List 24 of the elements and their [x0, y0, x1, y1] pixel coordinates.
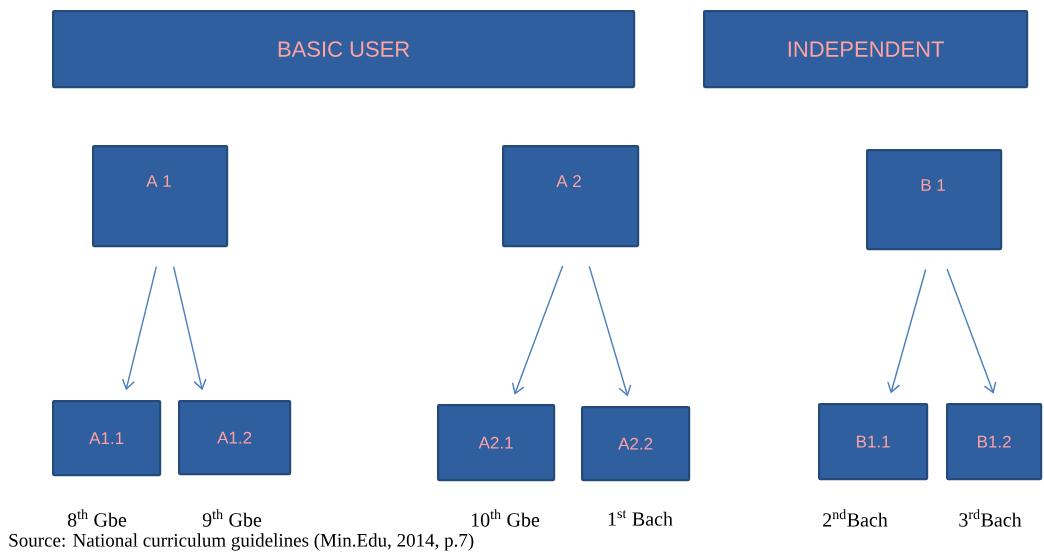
- grade-label: 3$^{rd}$Bach: [959, 509, 1022, 527]
- level-box: B1.1: [818, 403, 929, 481]
- arrow: [121, 265, 158, 391]
- grade-label: 8$^{th}$ Gbe: [67, 509, 127, 527]
- level-box: B 1: [866, 149, 1003, 251]
- arrow: [588, 265, 632, 397]
- level-box: A2.1: [437, 404, 556, 482]
- grade-label: 10$^{th}$ Gbe: [471, 509, 540, 527]
- arrow: [887, 268, 927, 394]
- level-box: BASIC USER: [52, 10, 636, 89]
- level-box: A1.2: [178, 400, 292, 476]
- grade-label: 1$^{st}$ Bach: [608, 510, 673, 526]
- caption: Source: National curriculum guidelines (Min.Edu, 2014, p.7): [9, 533, 474, 551]
- level-box: A1.1: [52, 400, 162, 477]
- grade-label: 2$^{nd}$Bach: [823, 509, 888, 527]
- level-box: A 1: [92, 145, 229, 248]
- arrow: [946, 268, 997, 394]
- level-box: B1.2: [946, 403, 1043, 481]
- arrow: [172, 266, 207, 391]
- level-box: A2.2: [581, 406, 691, 482]
- arrow: [511, 265, 564, 395]
- level-box: A 2: [502, 145, 640, 248]
- grade-label: 9$^{th}$ Gbe: [202, 509, 262, 527]
- level-box: INDEPENDENT: [703, 10, 1029, 89]
